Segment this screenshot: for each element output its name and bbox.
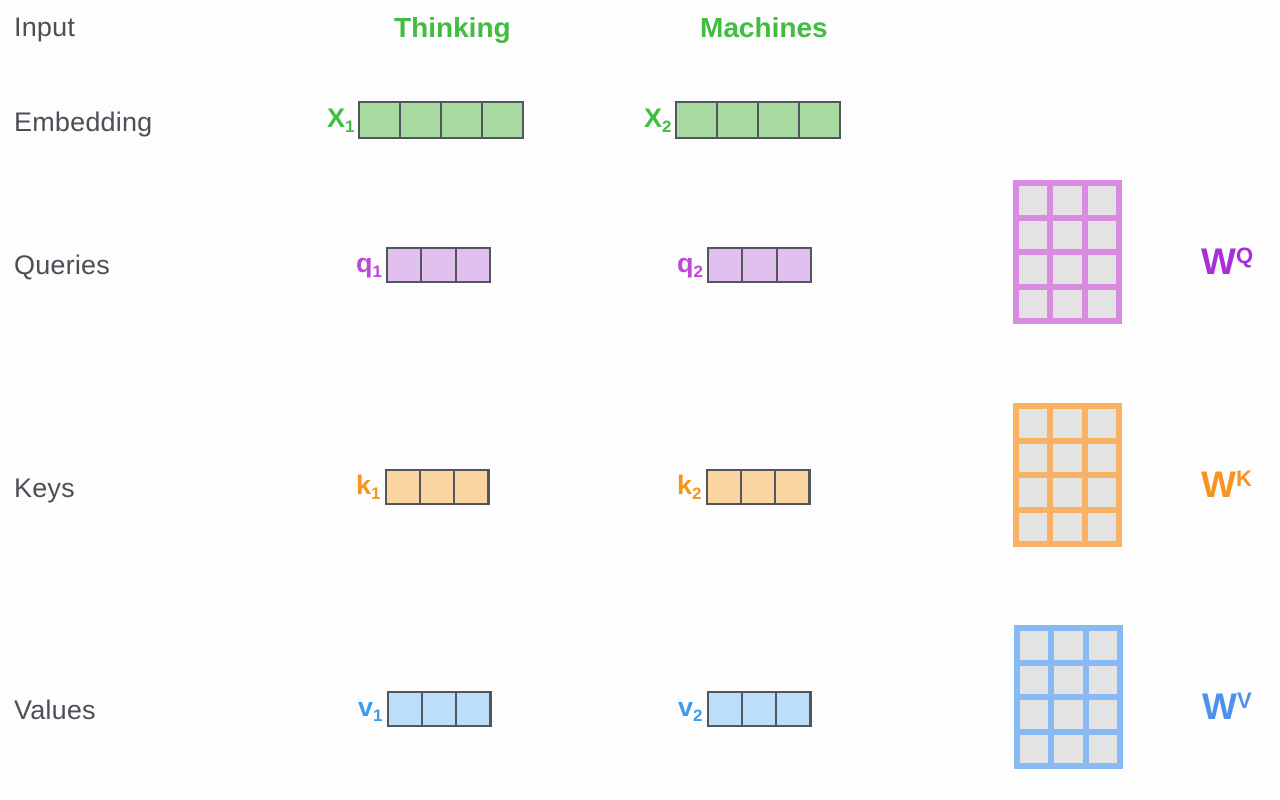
matrix-label-wv: WV bbox=[1202, 686, 1252, 727]
vector-label-q1: q1 bbox=[356, 248, 382, 281]
matrix-wq bbox=[1013, 180, 1122, 324]
token-thinking: Thinking bbox=[394, 12, 511, 43]
vector-cell bbox=[442, 103, 482, 137]
matrix-cell bbox=[1087, 478, 1116, 507]
row-label-embedding: Embedding bbox=[14, 107, 153, 137]
vector-cell bbox=[718, 103, 758, 137]
matrix-cell bbox=[1087, 289, 1116, 318]
vector-cell bbox=[800, 103, 840, 137]
vector-cell bbox=[422, 249, 455, 281]
vector-label-x2: X2 bbox=[644, 103, 672, 136]
vector-k1: k1 bbox=[356, 469, 490, 505]
matrix-cell bbox=[1053, 255, 1082, 284]
matrix-cell bbox=[1053, 220, 1082, 249]
matrix-cell bbox=[1020, 700, 1049, 729]
row-label-values: Values bbox=[14, 695, 96, 725]
matrix-wv bbox=[1014, 625, 1123, 769]
matrix-cell bbox=[1020, 631, 1049, 660]
vector-cell bbox=[457, 693, 490, 725]
vector-x1: X1 bbox=[327, 101, 525, 139]
vector-box-q1 bbox=[385, 247, 491, 283]
matrix-cell bbox=[1087, 186, 1116, 215]
vector-cell bbox=[386, 471, 419, 503]
matrix-cell bbox=[1019, 186, 1048, 215]
vector-cell bbox=[777, 693, 810, 725]
vector-cell bbox=[708, 693, 741, 725]
vector-cell bbox=[401, 103, 441, 137]
vector-cell bbox=[360, 103, 400, 137]
vector-label-v2: v2 bbox=[678, 692, 703, 725]
vector-box-q2 bbox=[706, 247, 812, 283]
matrix-cell bbox=[1019, 289, 1048, 318]
vector-cell bbox=[387, 249, 421, 281]
matrix-cell bbox=[1054, 734, 1083, 763]
matrix-cell bbox=[1053, 443, 1082, 472]
matrix-cell bbox=[1020, 734, 1049, 763]
matrix-cell bbox=[1054, 631, 1083, 660]
matrix-wk bbox=[1013, 403, 1122, 547]
vector-label-q2: q2 bbox=[677, 248, 703, 281]
matrix-cell bbox=[1053, 478, 1082, 507]
vector-box-x1 bbox=[358, 101, 525, 139]
vector-cell bbox=[707, 471, 740, 503]
matrix-label-wk: WK bbox=[1201, 464, 1252, 505]
matrix-cell bbox=[1053, 512, 1082, 541]
vector-box-v1 bbox=[386, 691, 492, 727]
vector-q1: q1 bbox=[356, 247, 491, 283]
matrix-cell bbox=[1054, 665, 1083, 694]
matrix-cell bbox=[1054, 700, 1083, 729]
vector-cell bbox=[743, 249, 776, 281]
matrix-cell bbox=[1088, 631, 1117, 660]
matrix-cell bbox=[1053, 289, 1082, 318]
vector-v1: v1 bbox=[358, 691, 492, 727]
matrix-cell bbox=[1087, 409, 1116, 438]
row-label-keys: Keys bbox=[14, 473, 75, 503]
vector-cell bbox=[759, 103, 799, 137]
vector-cell bbox=[677, 103, 717, 137]
matrix-cell bbox=[1019, 220, 1048, 249]
vector-cell bbox=[455, 471, 488, 503]
matrix-cell bbox=[1019, 512, 1048, 541]
matrix-cell bbox=[1019, 409, 1048, 438]
matrix-cell bbox=[1019, 478, 1048, 507]
vector-cell bbox=[708, 249, 742, 281]
matrix-cell bbox=[1019, 443, 1048, 472]
matrix-cell bbox=[1053, 186, 1082, 215]
matrix-cell bbox=[1088, 665, 1117, 694]
vector-box-x2 bbox=[675, 101, 842, 139]
matrix-cell bbox=[1087, 512, 1116, 541]
row-label-input: Input bbox=[14, 12, 76, 42]
matrix-cell bbox=[1020, 665, 1049, 694]
vector-label-v1: v1 bbox=[358, 692, 383, 725]
vector-cell bbox=[742, 693, 776, 725]
vector-cell bbox=[422, 693, 456, 725]
vector-v2: v2 bbox=[678, 691, 812, 727]
token-machines: Machines bbox=[700, 12, 828, 43]
vector-k2: k2 bbox=[677, 469, 811, 505]
vector-cell bbox=[456, 249, 489, 281]
matrix-cell bbox=[1087, 443, 1116, 472]
vector-cell bbox=[776, 471, 809, 503]
matrix-cell bbox=[1053, 409, 1082, 438]
matrix-cell bbox=[1087, 255, 1116, 284]
row-label-queries: Queries bbox=[14, 250, 110, 280]
vector-x2: X2 bbox=[644, 101, 842, 139]
vector-cell bbox=[388, 693, 421, 725]
vector-label-x1: X1 bbox=[327, 103, 355, 136]
vector-q2: q2 bbox=[677, 247, 812, 283]
vector-label-k1: k1 bbox=[356, 470, 381, 503]
vector-box-v2 bbox=[706, 691, 812, 727]
vector-cell bbox=[777, 249, 810, 281]
matrix-cell bbox=[1088, 700, 1117, 729]
matrix-cell bbox=[1087, 220, 1116, 249]
matrix-cell bbox=[1088, 734, 1117, 763]
vector-cell bbox=[483, 103, 523, 137]
vector-cell bbox=[420, 471, 454, 503]
vector-box-k2 bbox=[705, 469, 811, 505]
matrix-label-wq: WQ bbox=[1201, 241, 1254, 282]
vector-cell bbox=[741, 471, 775, 503]
matrix-cell bbox=[1019, 255, 1048, 284]
vector-box-k1 bbox=[384, 469, 490, 505]
vector-label-k2: k2 bbox=[677, 470, 702, 503]
